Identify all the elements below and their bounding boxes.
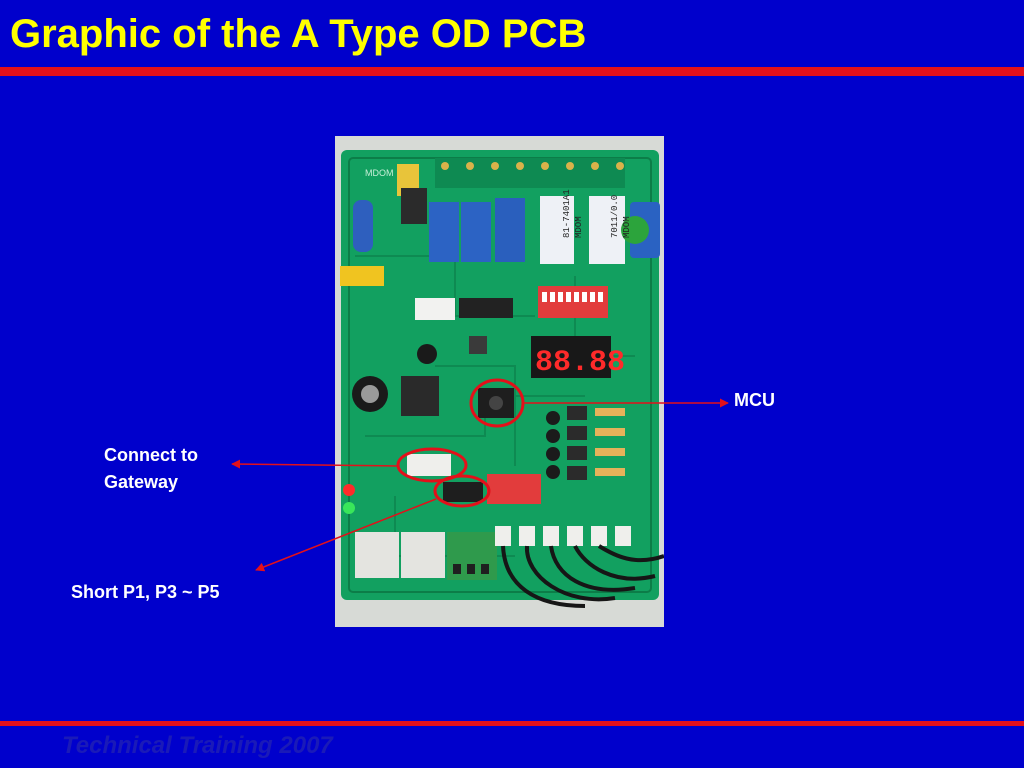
relay-label-2: MDOM — [574, 216, 584, 238]
footer-text: Technical Training 2007 — [62, 732, 333, 759]
gateway-label-line1: Connect to — [104, 445, 198, 465]
short-label: Short P1, P3 ~ P5 — [71, 582, 220, 602]
top-terminals — [435, 158, 625, 188]
relay-label-4: MDOM — [622, 216, 632, 238]
seven-segment-display: 88.88 — [535, 346, 625, 380]
relay-label-3: 7011/0.0 — [610, 195, 620, 238]
slide-title: Graphic of the A Type OD PCB — [10, 12, 587, 56]
title-underline — [0, 67, 1024, 76]
relay-label-1: 81-7401A1 — [562, 189, 572, 238]
jumper-marker — [433, 474, 491, 508]
pcb-photo: MDOM 81-7401A1 MDOM 7011/0.0 MDOM 88.88 — [335, 136, 664, 627]
board-logo: MDOM — [365, 168, 394, 178]
gateway-label-line2: Gateway — [104, 472, 179, 492]
mcu-marker — [469, 378, 525, 428]
pcb-board — [341, 150, 659, 600]
mcu-label: MCU — [734, 390, 775, 410]
footer-rule — [0, 721, 1024, 726]
